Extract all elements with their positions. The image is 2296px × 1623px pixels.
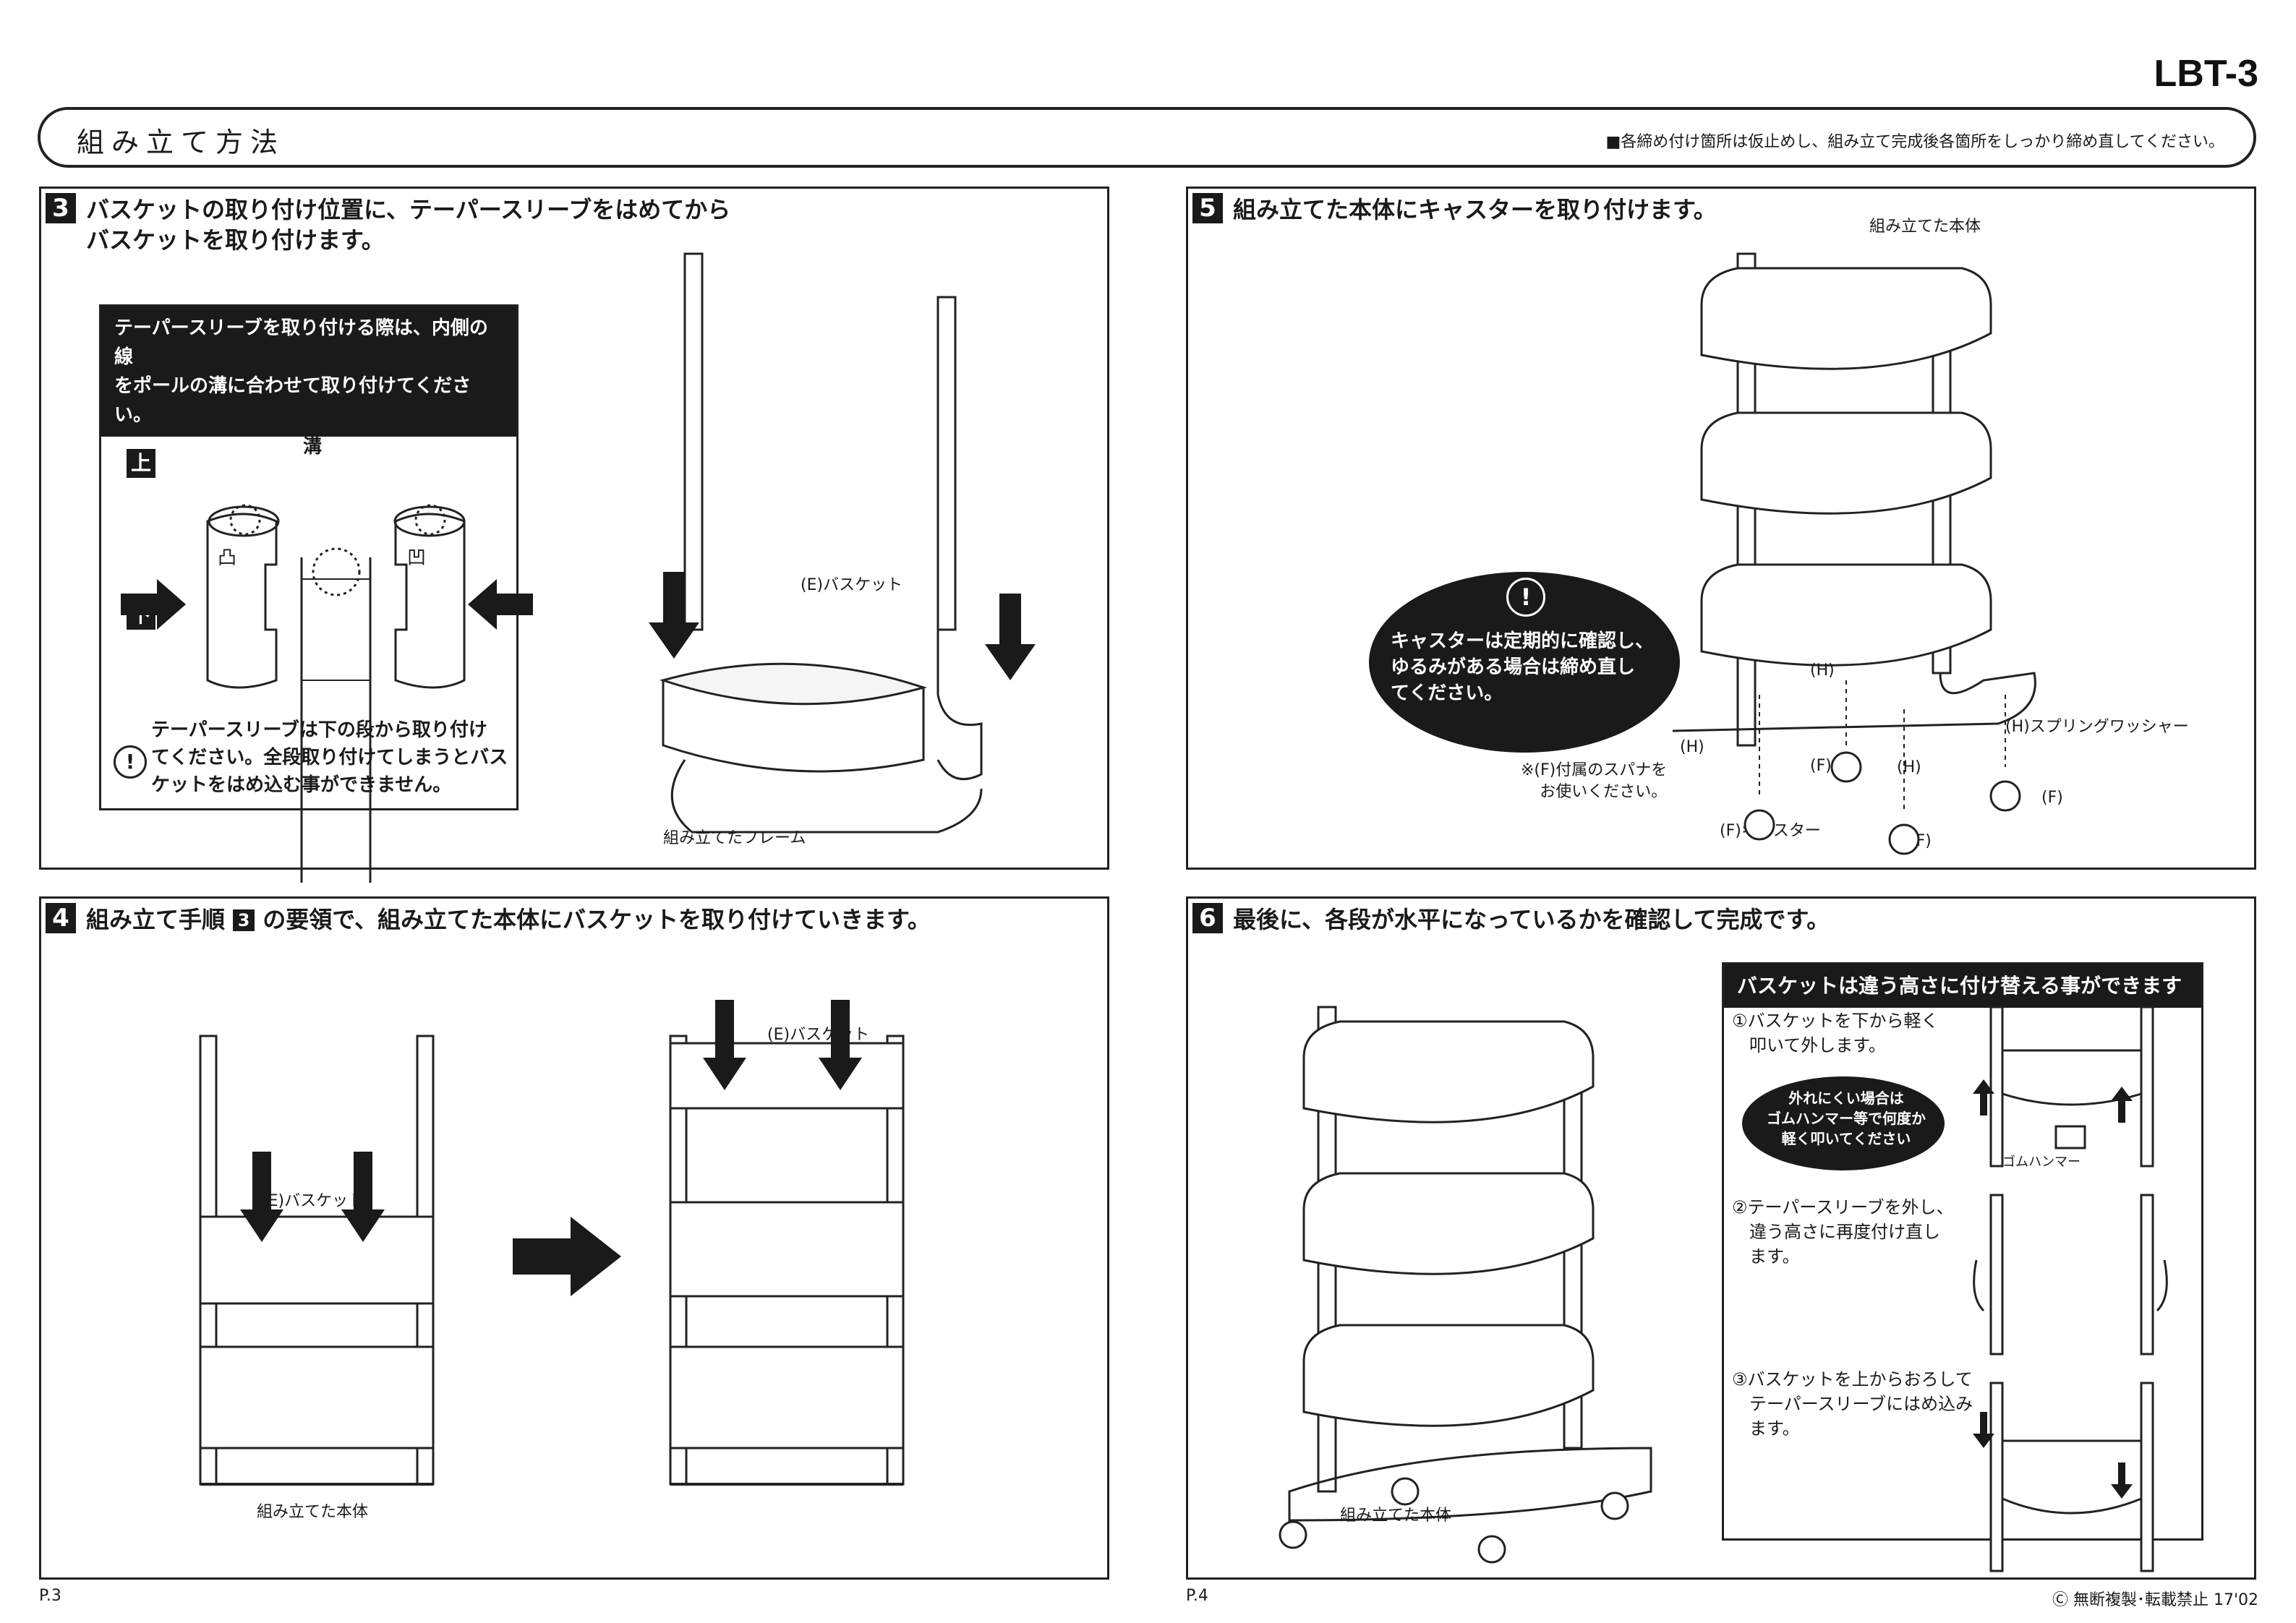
arrow-down-icon — [819, 1000, 862, 1090]
height-change-illustrations — [1973, 1006, 2168, 1572]
step3-panel: 3 バスケットの取り付け位置に、テーパースリーブをはめてから バスケットを取り付… — [39, 187, 1109, 883]
cart-after — [669, 1000, 905, 1486]
top-marker: 上 — [127, 449, 155, 478]
f-label-3: (F) — [2041, 789, 2063, 807]
step4-title: 組み立て手順 3 の要領で、組み立てた本体にバスケットを取り付けていきます。 — [86, 904, 931, 935]
sleeve-label-left: (G)テーパースリーブ — [112, 419, 263, 437]
arrow-down-icon — [240, 1152, 283, 1242]
h-label-1: (H) — [1810, 661, 1835, 680]
h-label-3: (H) — [1897, 758, 1921, 776]
step6-sub3: ③バスケットを上からおろして テーパースリーブにはめ込み ます。 — [1732, 1369, 1973, 1439]
hammer-label: ゴムハンマー — [2002, 1155, 2081, 1170]
step4-body-label: 組み立てた本体 — [257, 1503, 369, 1521]
f-label-1: (F) — [1810, 757, 1832, 775]
arrow-down-icon — [1973, 1412, 1994, 1448]
groove-label: 溝 — [303, 436, 323, 458]
caster-parts — [1744, 680, 2021, 855]
page-number-right: P.4 — [1186, 1587, 1208, 1605]
hammer-tip-text: 外れにくい場合は ゴムハンマー等で何度か 軽く叩いてください — [1767, 1089, 1926, 1147]
step6-callout-head: バスケットは違う高さに付け替える事ができます — [1724, 964, 2201, 1008]
step5-panel: 5 組み立てた本体にキャスターを取り付けます。 組み立てた本体 ! キャスターは… — [1186, 187, 2256, 870]
step3-basket-label: (E)バスケット — [801, 576, 903, 594]
arrow-down-icon — [649, 572, 699, 659]
step3-title: バスケットの取り付け位置に、テーパースリーブをはめてから バスケットを取り付けま… — [86, 196, 731, 254]
finished-cart-illustration — [1279, 1006, 1652, 1564]
arrow-down-icon — [703, 1000, 746, 1090]
step4-basket-label-right: (E)バスケット — [767, 1026, 870, 1044]
arrow-up-icon — [1973, 1079, 1994, 1115]
step3-callout-head: テーパースリーブを取り付ける際は、内側の線 をポールの溝に合わせて取り付けてくだ… — [101, 307, 516, 437]
step4-panel: 4 組み立て手順 3 の要領で、組み立てた本体にバスケットを取り付けていきます。… — [39, 896, 1109, 1580]
step5-title: 組み立てた本体にキャスターを取り付けます。 — [1233, 196, 1717, 223]
balloon-text: キャスターは定期的に確認し、 ゆるみがある場合は締め直し てください。 — [1391, 630, 1655, 704]
copyright-notice: Ⓒ 無断複製･転載禁止 17'02 — [2052, 1591, 2258, 1609]
step6-panel: 6 最後に、各段が水平になっているかを確認して完成です。 組み立てた本体 バスケ… — [1186, 896, 2256, 1580]
hammer-icon — [2054, 1125, 2086, 1149]
arrow-up-icon — [2111, 1087, 2133, 1123]
hammer-tip-bubble — [1742, 1076, 1945, 1170]
sleeve-label-right: (G)テーパースリーブ — [365, 419, 516, 437]
header-bar: 組み立て方法 ■各締め付け箇所は仮止めし、組み立て完成後各箇所をしっかり締め直し… — [38, 107, 2256, 168]
page-number-left: P.3 — [39, 1587, 61, 1605]
basket-frame-illustration — [649, 252, 1036, 834]
step6-number: 6 — [1192, 903, 1223, 933]
arrow-left-icon — [468, 579, 533, 630]
step3-warning: テーパースリーブは下の段から取り付け てください。全段取り付けてしまうとバス ケ… — [151, 719, 508, 796]
step3-frame-label: 組み立てたフレーム — [663, 829, 806, 847]
step6-sub2: ②テーパースリーブを外し、 違う高さに再度付け直し ます。 — [1732, 1197, 1954, 1267]
warning-icon: ! — [114, 745, 147, 779]
h-label-2: (H) — [1680, 738, 1704, 756]
header-note: ■各締め付け箇所は仮止めし、組み立て完成後各箇所をしっかり締め直してください。 — [1605, 133, 2224, 151]
step6-sub1: ①バスケットを下から軽く 叩いて外します。 — [1732, 1011, 1939, 1055]
model-number: LBT-3 — [2154, 53, 2258, 95]
sleeve-diagram — [121, 504, 533, 883]
step6-body-label: 組み立てた本体 — [1340, 1507, 1452, 1525]
transition-arrow-icon — [513, 1217, 621, 1296]
step4-number: 4 — [46, 903, 76, 933]
balloon-warning-icon: ! — [1506, 578, 1545, 617]
concave-glyph: 凹 — [407, 547, 427, 569]
step4-basket-label-left: (E)バスケット — [262, 1192, 364, 1210]
convex-glyph: 凸 — [218, 547, 237, 569]
left-sleeve — [206, 513, 278, 689]
step3-number: 3 — [46, 193, 76, 223]
step5-body-label: 組み立てた本体 — [1869, 218, 1981, 236]
arrow-down-icon — [341, 1152, 385, 1242]
washer-label: (H)スプリングワッシャー — [2005, 718, 2189, 736]
spanner-note: ※(F)付属のスパナを お使いください。 — [1521, 761, 1668, 801]
step6-title: 最後に、各段が水平になっているかを確認して完成です。 — [1233, 906, 1830, 933]
header-title: 組み立て方法 — [77, 127, 286, 158]
step4-title-pre: 組み立て手順 — [86, 906, 226, 933]
arrow-down-icon — [985, 594, 1036, 680]
right-sleeve — [394, 513, 466, 689]
step4-title-post: の要領で、組み立てた本体にバスケットを取り付けていきます。 — [263, 906, 931, 933]
step5-number: 5 — [1192, 193, 1223, 223]
arrow-down-icon — [2111, 1463, 2133, 1499]
cart-before — [199, 1035, 435, 1486]
arrow-right-icon — [121, 579, 186, 630]
step4-title-ref: 3 — [233, 909, 255, 931]
cart-illustration — [1672, 252, 2036, 747]
